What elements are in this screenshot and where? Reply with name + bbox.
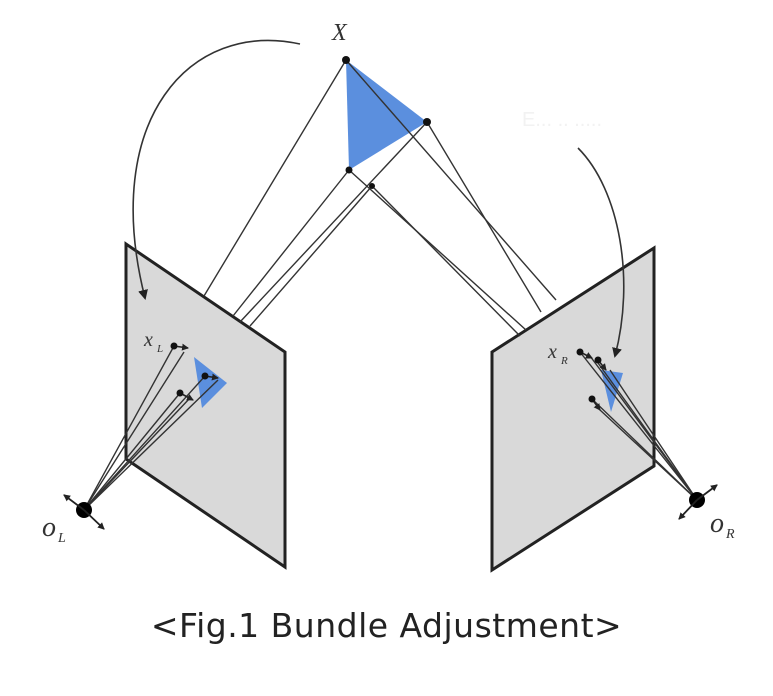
right-curved-arrow [577, 147, 625, 358]
left-image-point-label: x⃗ [143, 329, 168, 351]
right-camera-rays [579, 351, 698, 501]
right-image-point-label: x⃗ [547, 341, 572, 363]
right-camera-center [678, 484, 718, 520]
right-camera-subscript: R [725, 527, 735, 542]
left-image-point-subscript: L [156, 343, 163, 355]
left-image-plane [124, 241, 287, 570]
left-curved-arrow [132, 39, 301, 300]
faint-annotation-text: E... .. ..... [522, 109, 602, 131]
left-rays [203, 59, 428, 327]
right-camera-label: o [710, 508, 724, 539]
world-point-label: X⃗ [331, 20, 365, 46]
right-rays [345, 59, 557, 337]
right-image-plane [490, 245, 656, 573]
left-camera-rays [83, 345, 219, 511]
figure-caption: <Fig.1 Bundle Adjustment> [150, 606, 623, 645]
world-triangle [346, 60, 427, 170]
world-points [342, 56, 431, 189]
left-camera-label: o [42, 512, 56, 543]
left-camera-center [63, 494, 105, 530]
right-image-point-subscript: R [560, 355, 568, 367]
right-image-points [576, 348, 602, 403]
left-image-points [170, 342, 209, 397]
left-camera-subscript: L [57, 531, 66, 546]
